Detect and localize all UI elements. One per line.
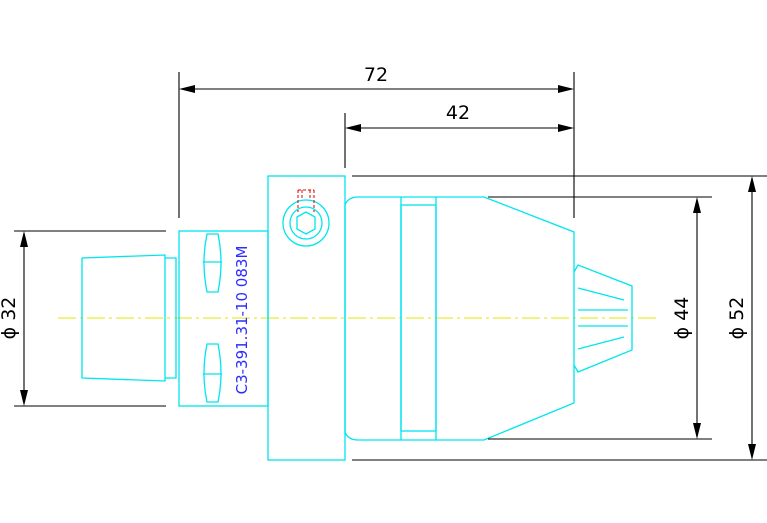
screw-hidden-lines xyxy=(297,189,315,212)
dimension-shank-diameter: ϕ 32 xyxy=(0,297,20,340)
dimension-overall-length: 72 xyxy=(364,64,388,86)
jaw-lines xyxy=(577,287,628,350)
chuck-groove xyxy=(400,204,437,432)
dimension-body-diameter: ϕ 52 xyxy=(726,297,748,340)
dimension-lines xyxy=(14,72,767,461)
shank-relief xyxy=(165,257,177,379)
tool-holder-outline xyxy=(81,175,633,461)
drive-slot-bottom xyxy=(203,343,222,403)
chuck-body xyxy=(344,196,575,441)
clamp-screw xyxy=(282,199,330,247)
shank-taper xyxy=(81,254,166,382)
drive-slot-top xyxy=(203,233,222,293)
chuck-jaws xyxy=(573,264,633,373)
part-code-label: C3-391.31-10 083M xyxy=(233,246,251,395)
dimension-chuck-diameter: ϕ 44 xyxy=(671,297,693,340)
dimension-chuck-length: 42 xyxy=(446,102,470,124)
